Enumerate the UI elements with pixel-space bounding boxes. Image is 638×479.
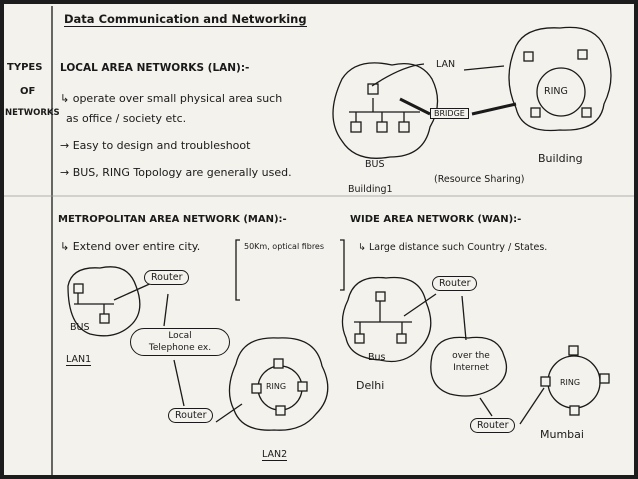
man-ring-label: RING	[266, 382, 287, 391]
mumbai-label: Mumbai	[540, 428, 584, 441]
wan-point: ↳ Large distance such Country / States.	[358, 242, 548, 253]
link-telephone-router	[173, 359, 185, 407]
lan-diagram-lan-label: LAN	[436, 59, 456, 70]
lan-arrow	[463, 65, 505, 71]
building1-label: Building1	[348, 184, 393, 195]
page-title: Data Communication and Networking	[64, 12, 307, 27]
link-lan1-router	[113, 281, 155, 301]
internet-line-1: over the	[452, 351, 490, 361]
link-router-ring	[519, 387, 545, 425]
telephone-line-1: Local	[168, 331, 192, 341]
man-point: ↳ Extend over entire city.	[60, 240, 201, 253]
man-heading: METROPOLITAN AREA NETWORK (MAN):-	[58, 214, 287, 225]
man-router-2: Router	[168, 408, 214, 423]
wan-ring-label: RING	[560, 378, 581, 387]
computer-icon	[568, 345, 579, 356]
building-cloud	[508, 26, 612, 132]
side-label-of: OF	[20, 86, 36, 97]
computer-icon	[251, 383, 262, 394]
computer-icon	[350, 121, 362, 133]
man-router-1: Router	[144, 270, 190, 285]
wan-bus-label: Bus	[368, 352, 386, 363]
computer-icon	[523, 51, 534, 62]
computer-icon	[581, 107, 592, 118]
computer-icon	[577, 49, 588, 60]
computer-icon	[569, 405, 580, 416]
lan-point1b: as office / society etc.	[66, 112, 187, 125]
building-label: Building	[538, 152, 583, 165]
lan-heading: LOCAL AREA NETWORKS (LAN):-	[60, 62, 250, 74]
resource-sharing-note: (Resource Sharing)	[434, 174, 525, 185]
bridge-link	[399, 97, 431, 116]
computer-icon	[540, 376, 551, 387]
lan-point2: → Easy to design and troubleshoot	[60, 139, 251, 152]
computer-icon	[73, 283, 84, 294]
computer-icon	[273, 358, 284, 369]
computer-icon	[99, 313, 110, 324]
internet-cloud-label: over the Internet	[440, 350, 502, 374]
lan2-cloud	[228, 337, 329, 431]
internet-cloud	[430, 336, 508, 397]
lan-point3: → BUS, RING Topology are generally used.	[60, 166, 292, 179]
notes-page: Data Communication and Networking TYPES …	[4, 4, 634, 475]
computer-icon	[275, 405, 286, 416]
bridge-link	[471, 102, 517, 116]
computer-icon	[297, 381, 308, 392]
computer-icon	[367, 83, 379, 95]
bridge-box: BRIDGE	[430, 108, 469, 119]
computer-icon	[354, 333, 365, 344]
wan-heading: WIDE AREA NETWORK (WAN):-	[350, 214, 522, 225]
man-bus-label: BUS	[70, 322, 90, 333]
computer-icon	[375, 291, 386, 302]
internet-line-2: Internet	[453, 363, 489, 373]
note-bracket-left	[235, 239, 240, 301]
computer-icon	[398, 121, 410, 133]
link-delhi-router	[403, 293, 437, 317]
lan2-label: LAN2	[262, 449, 288, 461]
computer-icon	[376, 121, 388, 133]
man-note: 50Km, optical fibres	[244, 242, 325, 251]
lan1-label: LAN1	[66, 354, 92, 366]
computer-icon	[396, 333, 407, 344]
link-router-telephone	[163, 293, 169, 327]
lan1-cloud	[67, 266, 141, 337]
lan-diagram-bus-label: BUS	[365, 159, 385, 170]
ring-circle-lan	[536, 67, 586, 117]
link-internet-router	[479, 397, 493, 417]
lan-point1a: ↳ operate over small physical area such	[60, 92, 283, 105]
side-label-types: TYPES	[7, 62, 43, 73]
wan-router-1: Router	[432, 276, 478, 291]
local-telephone-exchange: Local Telephone ex.	[130, 328, 230, 356]
link-router-internet	[461, 295, 467, 341]
lan-arrow-left	[371, 63, 425, 87]
computer-icon	[530, 107, 541, 118]
telephone-line-2: Telephone ex.	[148, 343, 212, 353]
delhi-label: Delhi	[356, 379, 385, 392]
delhi-cloud	[341, 276, 432, 363]
wan-router-2: Router	[470, 418, 516, 433]
side-label-networks: NETWORKS	[5, 108, 60, 118]
building1-cloud	[332, 62, 439, 159]
network-diagrams	[4, 6, 634, 475]
lan-diagram-ring-label: RING	[544, 86, 568, 97]
computer-icon	[599, 373, 610, 384]
link-router-lan2	[215, 403, 243, 423]
note-bracket-right	[340, 239, 345, 291]
